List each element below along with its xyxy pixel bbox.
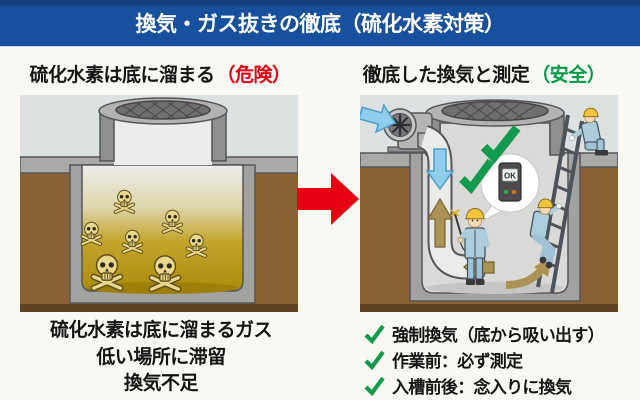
manhole-cover [441,100,549,122]
check-label: 作業前：必ず測定 [392,351,523,371]
check-row: 作業前：必ず測定 [364,346,634,372]
air-in-arrow-icon [358,103,397,134]
worker-assisting [569,107,608,156]
page-title: 換気・ガス抜きの徹底（硫化水素対策） [135,13,506,36]
left-panel-heading: 硫化水素は底に溜まる （危険） [8,58,312,88]
detector-ok-label: OK [504,172,516,181]
gas-detector-icon: OK [498,162,522,202]
check-icon [364,350,385,370]
check-icon [364,376,385,396]
speech-bubble: OK [479,153,540,223]
left-heading-text: 硫化水素は底に溜まる [29,64,215,86]
right-panel-heading: 徹底した換気と測定 （安全） [336,58,632,88]
danger-notes: 硫化水素は底に溜まるガス 低い場所に滞留 換気不足 [0,318,322,398]
transform-arrow-icon [297,173,360,225]
checkmark-icon [459,158,495,195]
safe-tank-scene: OK [358,95,619,312]
header-bar: 換気・ガス抜きの徹底（硫化水素対策） [0,0,640,47]
safety-tag: （安全） [531,64,606,86]
check-label: 入槽前後：念入りに換気 [392,377,572,397]
danger-tank-scene [19,95,299,312]
suction-up-arrow-icon [426,197,454,248]
air-down-arrow-icon [425,148,455,191]
check-row: 入槽前後：念入りに換気 [364,372,634,398]
note-line: 硫化水素は底に溜まるガス [49,320,273,341]
danger-tag: （危険） [216,64,292,86]
safety-checklist: 強制換気（底から吸い出す） 作業前：必ず測定 入槽前後：念入りに換気 [364,320,634,398]
right-illustration: OK [358,95,619,317]
right-heading-text: 徹底した換気と測定 [362,64,530,86]
worker-measuring [450,208,490,285]
check-icon [364,324,385,344]
worker-climbing [529,198,562,269]
check-row: 強制換気（底から吸い出す） [364,320,634,346]
check-label: 強制換気（底から吸い出す） [392,325,605,345]
checkmark-icon [480,125,521,164]
note-line: 低い場所に滞留 [96,346,226,368]
left-illustration [19,95,299,317]
note-line: 換気不足 [123,373,199,394]
